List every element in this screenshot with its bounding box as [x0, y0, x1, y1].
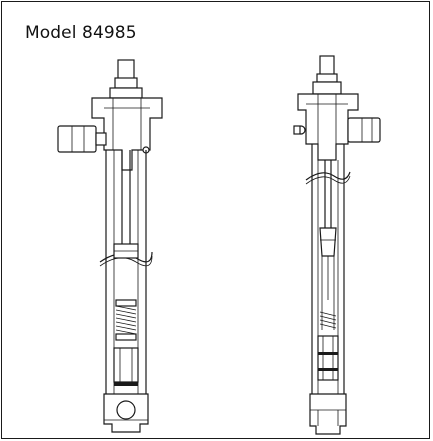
- left-inlet-nut: [95, 132, 107, 146]
- left-spring: [115, 299, 137, 341]
- right-outlet-fitting: [347, 117, 381, 143]
- right-piston: [319, 227, 337, 257]
- left-head-housing: [91, 97, 163, 171]
- right-foot-valve: [309, 393, 347, 435]
- left-section-view: [57, 59, 163, 433]
- left-connector-collar: [114, 77, 138, 89]
- right-section-view: [293, 55, 381, 435]
- right-lower-valve: [317, 335, 339, 381]
- right-break-line: [305, 171, 351, 181]
- left-lower-valve: [113, 347, 139, 383]
- right-head-housing: [297, 93, 359, 161]
- right-stem-flange: [312, 81, 342, 95]
- left-check-ball: [116, 400, 136, 420]
- right-spring: [319, 311, 337, 329]
- model-title: Model 84985: [25, 23, 137, 43]
- left-stem-flange: [109, 87, 143, 99]
- right-connector-collar: [316, 73, 338, 83]
- left-inlet-fitting: [57, 125, 97, 153]
